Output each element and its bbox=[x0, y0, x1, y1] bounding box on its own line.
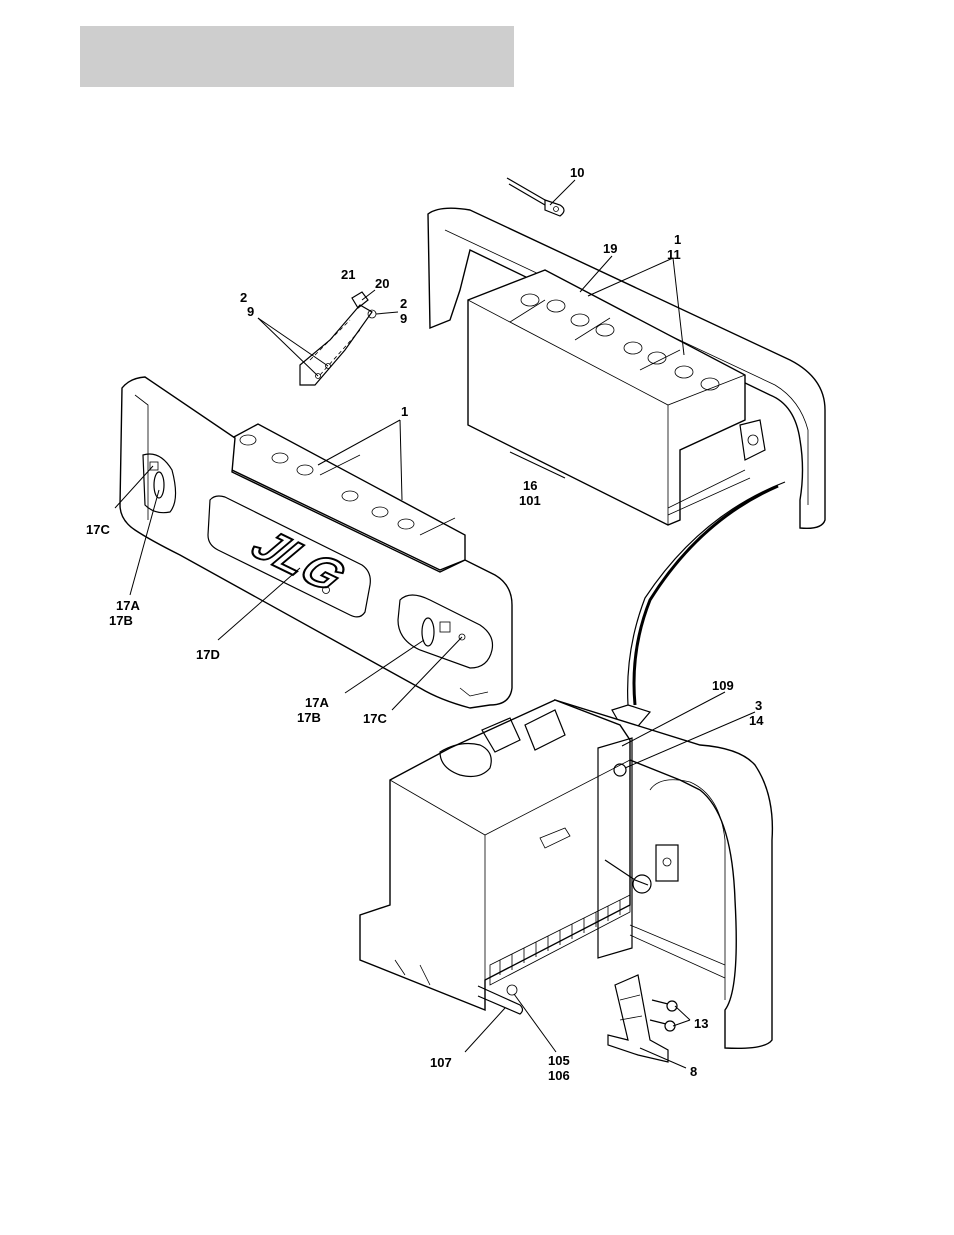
callout-1-mid: 1 bbox=[401, 404, 408, 419]
fuse-holder-assembly bbox=[300, 292, 376, 385]
callout-105: 105 bbox=[548, 1053, 570, 1068]
callout-20: 20 bbox=[375, 276, 389, 291]
callout-9-right: 9 bbox=[400, 311, 407, 326]
callout-21: 21 bbox=[341, 267, 355, 282]
callout-17b-right: 17B bbox=[297, 710, 321, 725]
callout-17d: 17D bbox=[196, 647, 220, 662]
callout-1-top: 1 bbox=[674, 232, 681, 247]
detail-view bbox=[360, 700, 772, 1062]
clip-bolts bbox=[650, 1000, 677, 1031]
callout-19: 19 bbox=[603, 241, 617, 256]
callout-14: 14 bbox=[749, 713, 764, 728]
callout-17b-left: 17B bbox=[109, 613, 133, 628]
callout-106: 106 bbox=[548, 1068, 570, 1083]
callout-8: 8 bbox=[690, 1064, 697, 1079]
callout-9-left: 9 bbox=[247, 304, 254, 319]
callout-17c-left: 17C bbox=[86, 522, 110, 537]
callout-16: 16 bbox=[523, 478, 537, 493]
callout-17c-right: 17C bbox=[363, 711, 387, 726]
cable-lug bbox=[507, 178, 545, 205]
upper-battery-assembly bbox=[428, 178, 825, 528]
upper-battery-case bbox=[468, 270, 745, 525]
detail-battery-case bbox=[360, 700, 630, 1010]
callout-109: 109 bbox=[712, 678, 734, 693]
hold-down-clip bbox=[608, 975, 668, 1062]
callout-17a-right: 17A bbox=[305, 695, 329, 710]
callout-107: 107 bbox=[430, 1055, 452, 1070]
callout-17a-left: 17A bbox=[116, 598, 140, 613]
callout-2-left: 2 bbox=[240, 290, 247, 305]
callout-11: 11 bbox=[667, 247, 681, 262]
callout-10: 10 bbox=[570, 165, 584, 180]
callout-2-right: 2 bbox=[400, 296, 407, 311]
callout-101: 101 bbox=[519, 493, 541, 508]
callout-3: 3 bbox=[755, 698, 762, 713]
callout-13: 13 bbox=[694, 1016, 708, 1031]
front-cover-assembly: JLG bbox=[120, 377, 512, 708]
